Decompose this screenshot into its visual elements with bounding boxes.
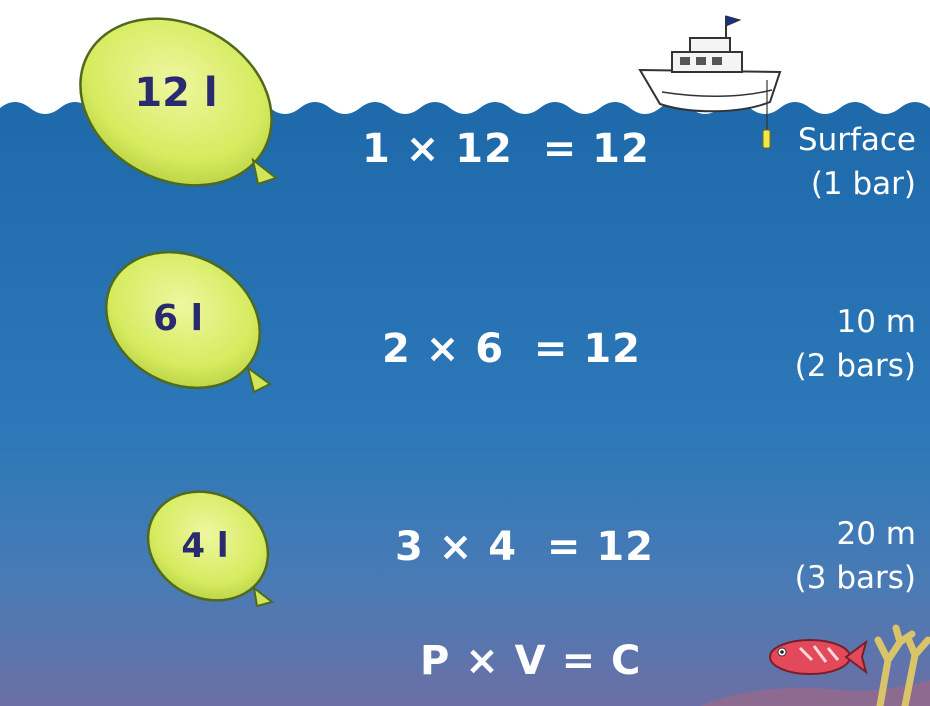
depth-surface-name: Surface	[797, 122, 916, 158]
fish-icon	[769, 639, 868, 675]
equation-surface: 1 × 12 = 12	[362, 126, 650, 172]
depth-surface-pressure: (1 bar)	[810, 166, 916, 202]
depth-label-20m: 20 m (3 bars)	[795, 512, 916, 600]
depth-10m-name: 10 m	[836, 304, 917, 340]
buoy-marker	[762, 129, 771, 149]
depth-label-10m: 10 m (2 bars)	[795, 300, 916, 388]
equation-20m: 3 × 4 = 12	[395, 524, 654, 570]
balloon-6l	[104, 250, 272, 394]
depth-label-surface: Surface (1 bar)	[798, 118, 916, 206]
balloon-12l	[79, 17, 279, 187]
balloon-label-12l: 12 l	[134, 70, 218, 116]
water	[0, 102, 930, 706]
equation-10m: 2 × 6 = 12	[382, 326, 641, 372]
balloon-4l	[146, 490, 275, 608]
balloon-label-4l: 4 l	[181, 526, 229, 566]
coral	[874, 624, 930, 706]
balloon-label-6l: 6 l	[153, 298, 203, 339]
depth-20m-name: 20 m	[836, 516, 917, 552]
boyle-law: P × V = C	[420, 638, 642, 684]
depth-20m-pressure: (3 bars)	[794, 560, 916, 596]
seabed	[700, 680, 930, 706]
boat-icon	[638, 15, 782, 132]
depth-10m-pressure: (2 bars)	[794, 348, 916, 384]
